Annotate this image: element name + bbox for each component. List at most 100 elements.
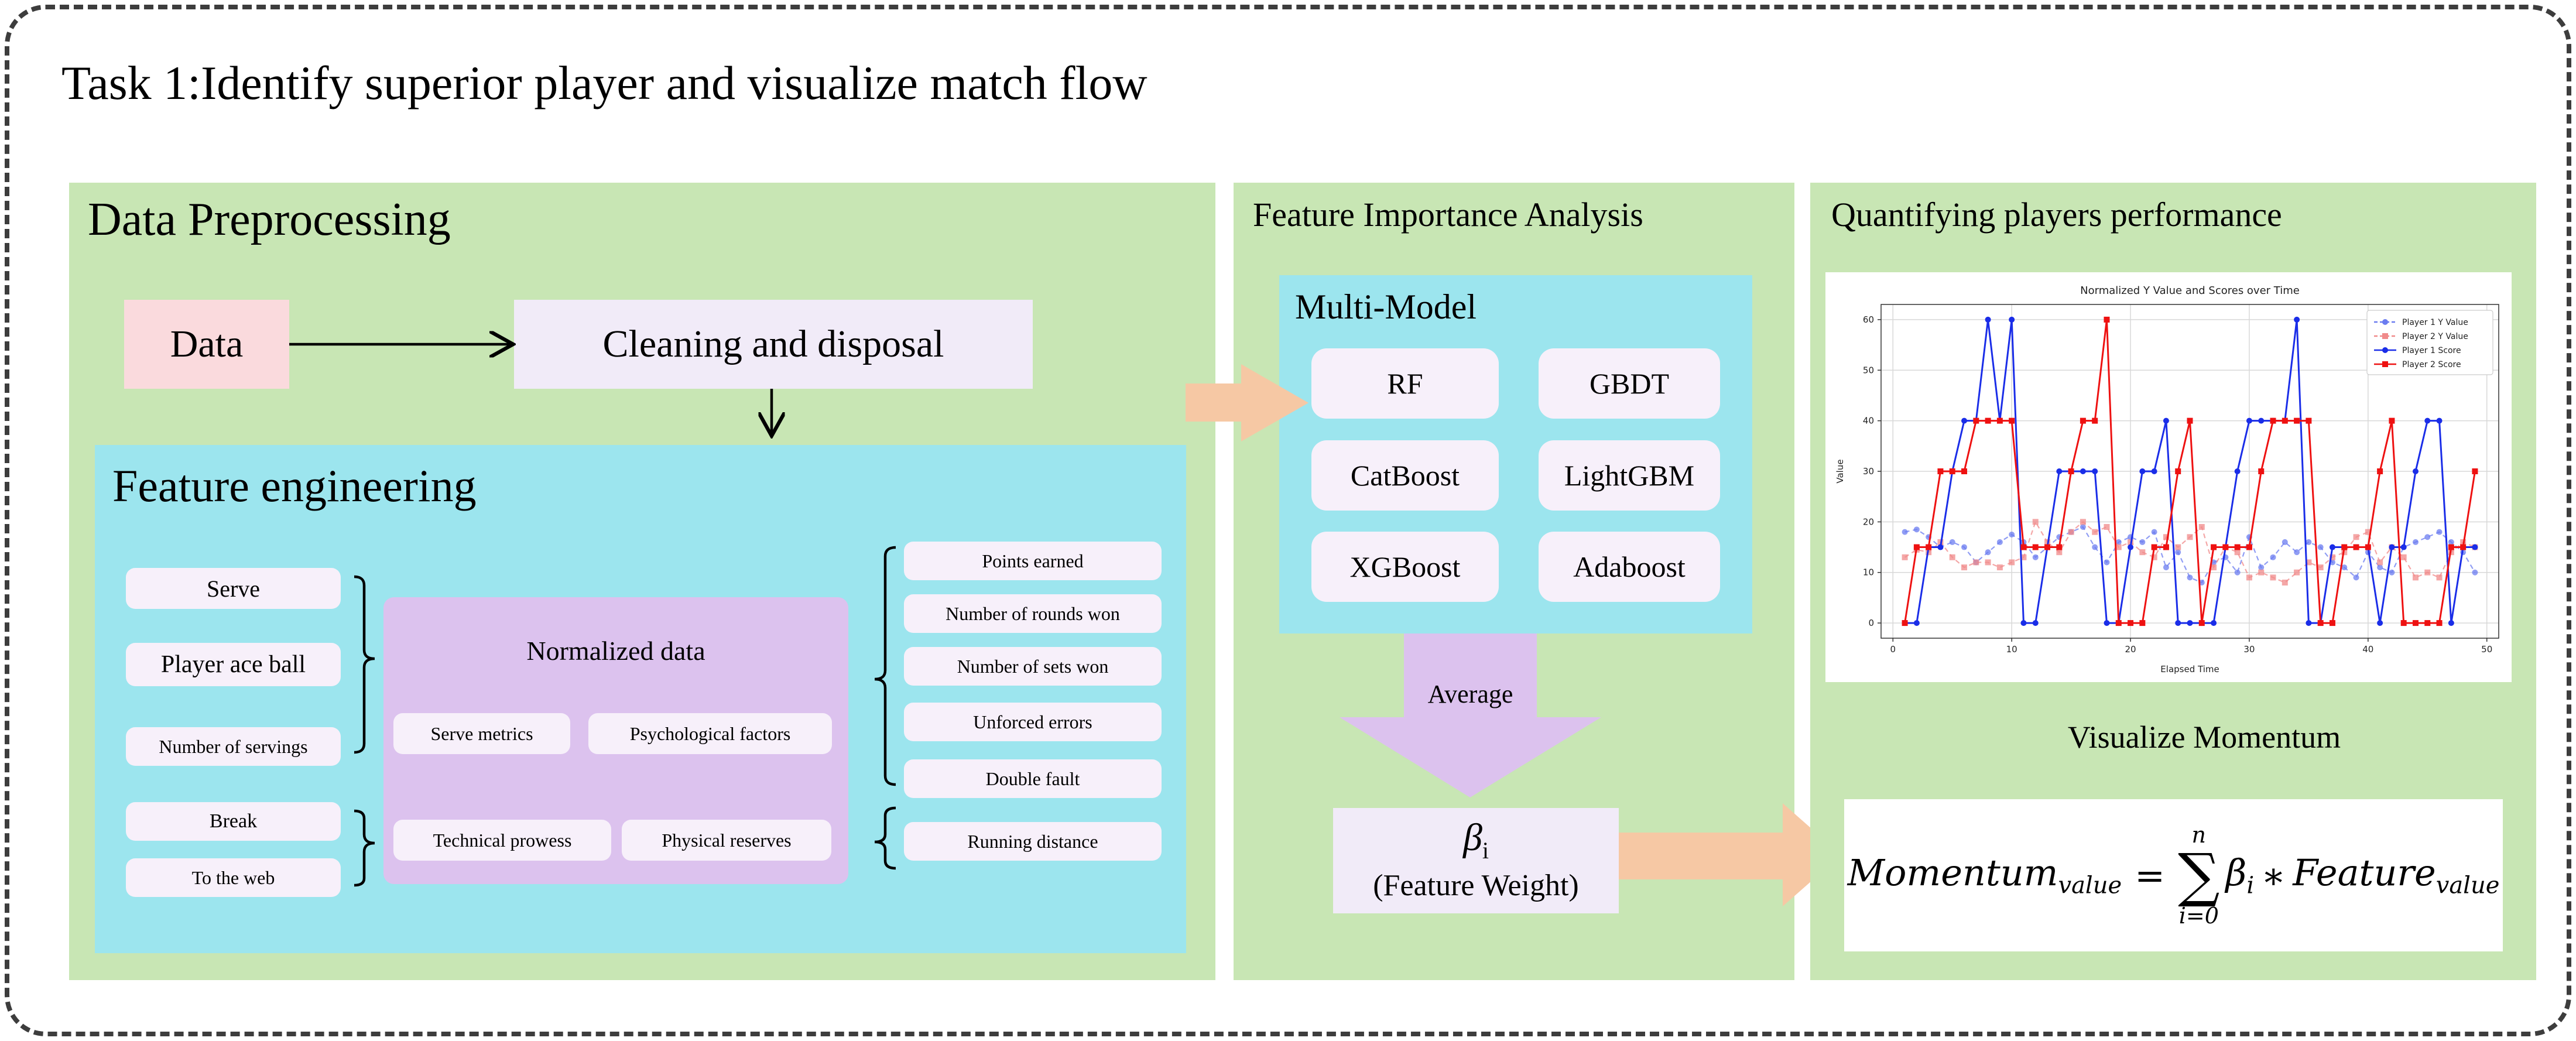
data-point xyxy=(2306,417,2312,424)
category-physical-reserves: Physical reserves xyxy=(622,820,831,861)
weight-to-formula-arrow xyxy=(1619,803,1841,906)
data-point xyxy=(1913,620,1920,626)
legend-label: Player 1 Y Value xyxy=(2402,318,2468,327)
data-point xyxy=(2258,468,2265,474)
right-brace-upper xyxy=(874,546,896,786)
data-point xyxy=(2020,544,2027,550)
feature-item-break: Break xyxy=(126,802,341,841)
metric-label: Number of rounds won xyxy=(946,602,1120,624)
model-label: RF xyxy=(1387,367,1423,400)
data-point xyxy=(2270,574,2276,581)
data-point xyxy=(2151,554,2157,560)
data-point xyxy=(2104,620,2110,626)
data-preprocessing-title: Data Preprocessing xyxy=(88,194,451,245)
chart-series xyxy=(1902,316,2478,626)
data-point xyxy=(2032,544,2039,550)
data-point xyxy=(2412,620,2419,626)
formula-equals: = xyxy=(2135,854,2166,897)
data-point xyxy=(1949,554,1955,560)
data-point xyxy=(2341,544,2348,550)
x-axis-label: Elapsed Time xyxy=(2160,664,2219,674)
y-tick-label: 0 xyxy=(1868,618,1874,628)
data-point xyxy=(2282,539,2288,545)
data-point xyxy=(2211,544,2217,550)
formula-beta-letter: β xyxy=(2225,851,2247,895)
outer-frame xyxy=(5,5,2571,1036)
data-point xyxy=(2472,569,2478,576)
y-tick-label: 40 xyxy=(1863,416,1874,426)
data-point xyxy=(1913,526,1920,533)
metric-number-of-rounds-won: Number of rounds won xyxy=(904,594,1162,633)
data-point xyxy=(2104,316,2110,323)
data-point xyxy=(2472,544,2478,550)
data-point xyxy=(2400,554,2407,560)
quantifying-title: Quantifying players performance xyxy=(1831,196,2282,234)
data-point xyxy=(2068,468,2074,474)
data-point xyxy=(2377,468,2383,474)
category-psychological-factors: Psychological factors xyxy=(588,713,832,754)
y-axis-label: Value xyxy=(1835,459,1845,483)
data-point xyxy=(2175,468,2181,474)
feature-importance-title: Feature Importance Analysis xyxy=(1253,196,1643,234)
data-point xyxy=(1961,544,1968,550)
data-point xyxy=(2448,620,2454,626)
data-point xyxy=(2139,539,2146,545)
legend-label: Player 2 Y Value xyxy=(2402,332,2468,341)
data-point xyxy=(2424,417,2431,424)
data-point xyxy=(2306,539,2312,545)
formula-times: ∗ xyxy=(2261,854,2286,897)
model-lightgbm: LightGBM xyxy=(1539,440,1720,511)
data-point xyxy=(2246,544,2252,550)
data-point xyxy=(2139,549,2146,556)
legend-box xyxy=(2366,310,2493,375)
data-point xyxy=(2294,569,2300,576)
left-brace-upper xyxy=(354,575,375,754)
data-point xyxy=(2032,519,2039,525)
data-point xyxy=(1961,417,1968,424)
data-point xyxy=(2032,620,2039,626)
model-label: CatBoost xyxy=(1350,459,1460,492)
beta-symbol: βi xyxy=(1463,818,1489,864)
data-point xyxy=(2092,468,2098,474)
data-point xyxy=(2092,529,2098,535)
data-point xyxy=(1996,564,2003,571)
data-point xyxy=(2377,559,2383,566)
data-point xyxy=(2211,564,2217,571)
data-point xyxy=(1902,620,1908,626)
data-point xyxy=(2400,544,2407,550)
data-point xyxy=(2009,559,2015,566)
data-point xyxy=(2104,559,2110,566)
data-point xyxy=(2389,569,2395,576)
visualize-momentum-label: Visualize Momentum xyxy=(2067,720,2341,755)
data-point xyxy=(1902,529,1908,535)
data-point xyxy=(2436,620,2443,626)
beta-subscript: i xyxy=(1482,837,1489,864)
formula-lhs: Momentumvalue xyxy=(1848,851,2122,899)
model-rf: RF xyxy=(1311,348,1499,419)
model-label: Adaboost xyxy=(1573,550,1686,583)
metric-running-distance: Running distance xyxy=(904,822,1162,861)
data-point xyxy=(2056,544,2063,550)
left-brace-lower xyxy=(354,809,375,887)
data-point xyxy=(1996,539,2003,545)
data-point xyxy=(2080,417,2086,424)
data-point xyxy=(2400,620,2407,626)
category-label: Technical prowess xyxy=(433,829,572,851)
data-point xyxy=(2389,417,2395,424)
model-label: XGBoost xyxy=(1349,550,1461,583)
data-point xyxy=(2389,544,2395,550)
feature-item-player-ace-ball: Player ace ball xyxy=(126,643,341,686)
formula-sum-top: n xyxy=(2191,822,2207,848)
data-point xyxy=(1902,554,1908,560)
model-adaboost: Adaboost xyxy=(1539,532,1720,602)
model-label: LightGBM xyxy=(1564,459,1695,492)
data-point xyxy=(2163,564,2169,571)
data-point xyxy=(2472,468,2478,474)
data-point xyxy=(2211,620,2217,626)
data-point xyxy=(2317,620,2324,626)
data-point xyxy=(2080,524,2086,530)
category-label: Physical reserves xyxy=(662,829,792,851)
